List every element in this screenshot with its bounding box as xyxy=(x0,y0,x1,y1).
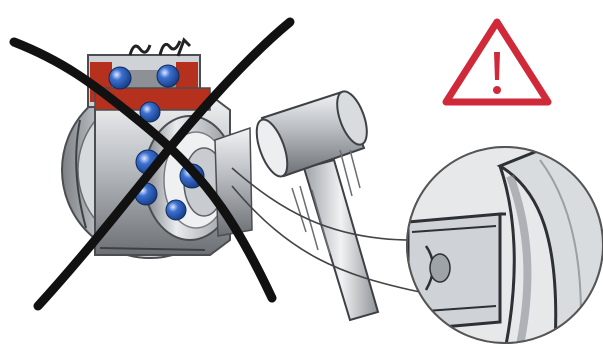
magnified-detail-icon xyxy=(405,145,603,345)
bearing-icon xyxy=(62,40,252,258)
warning-triangle-icon xyxy=(446,22,548,102)
